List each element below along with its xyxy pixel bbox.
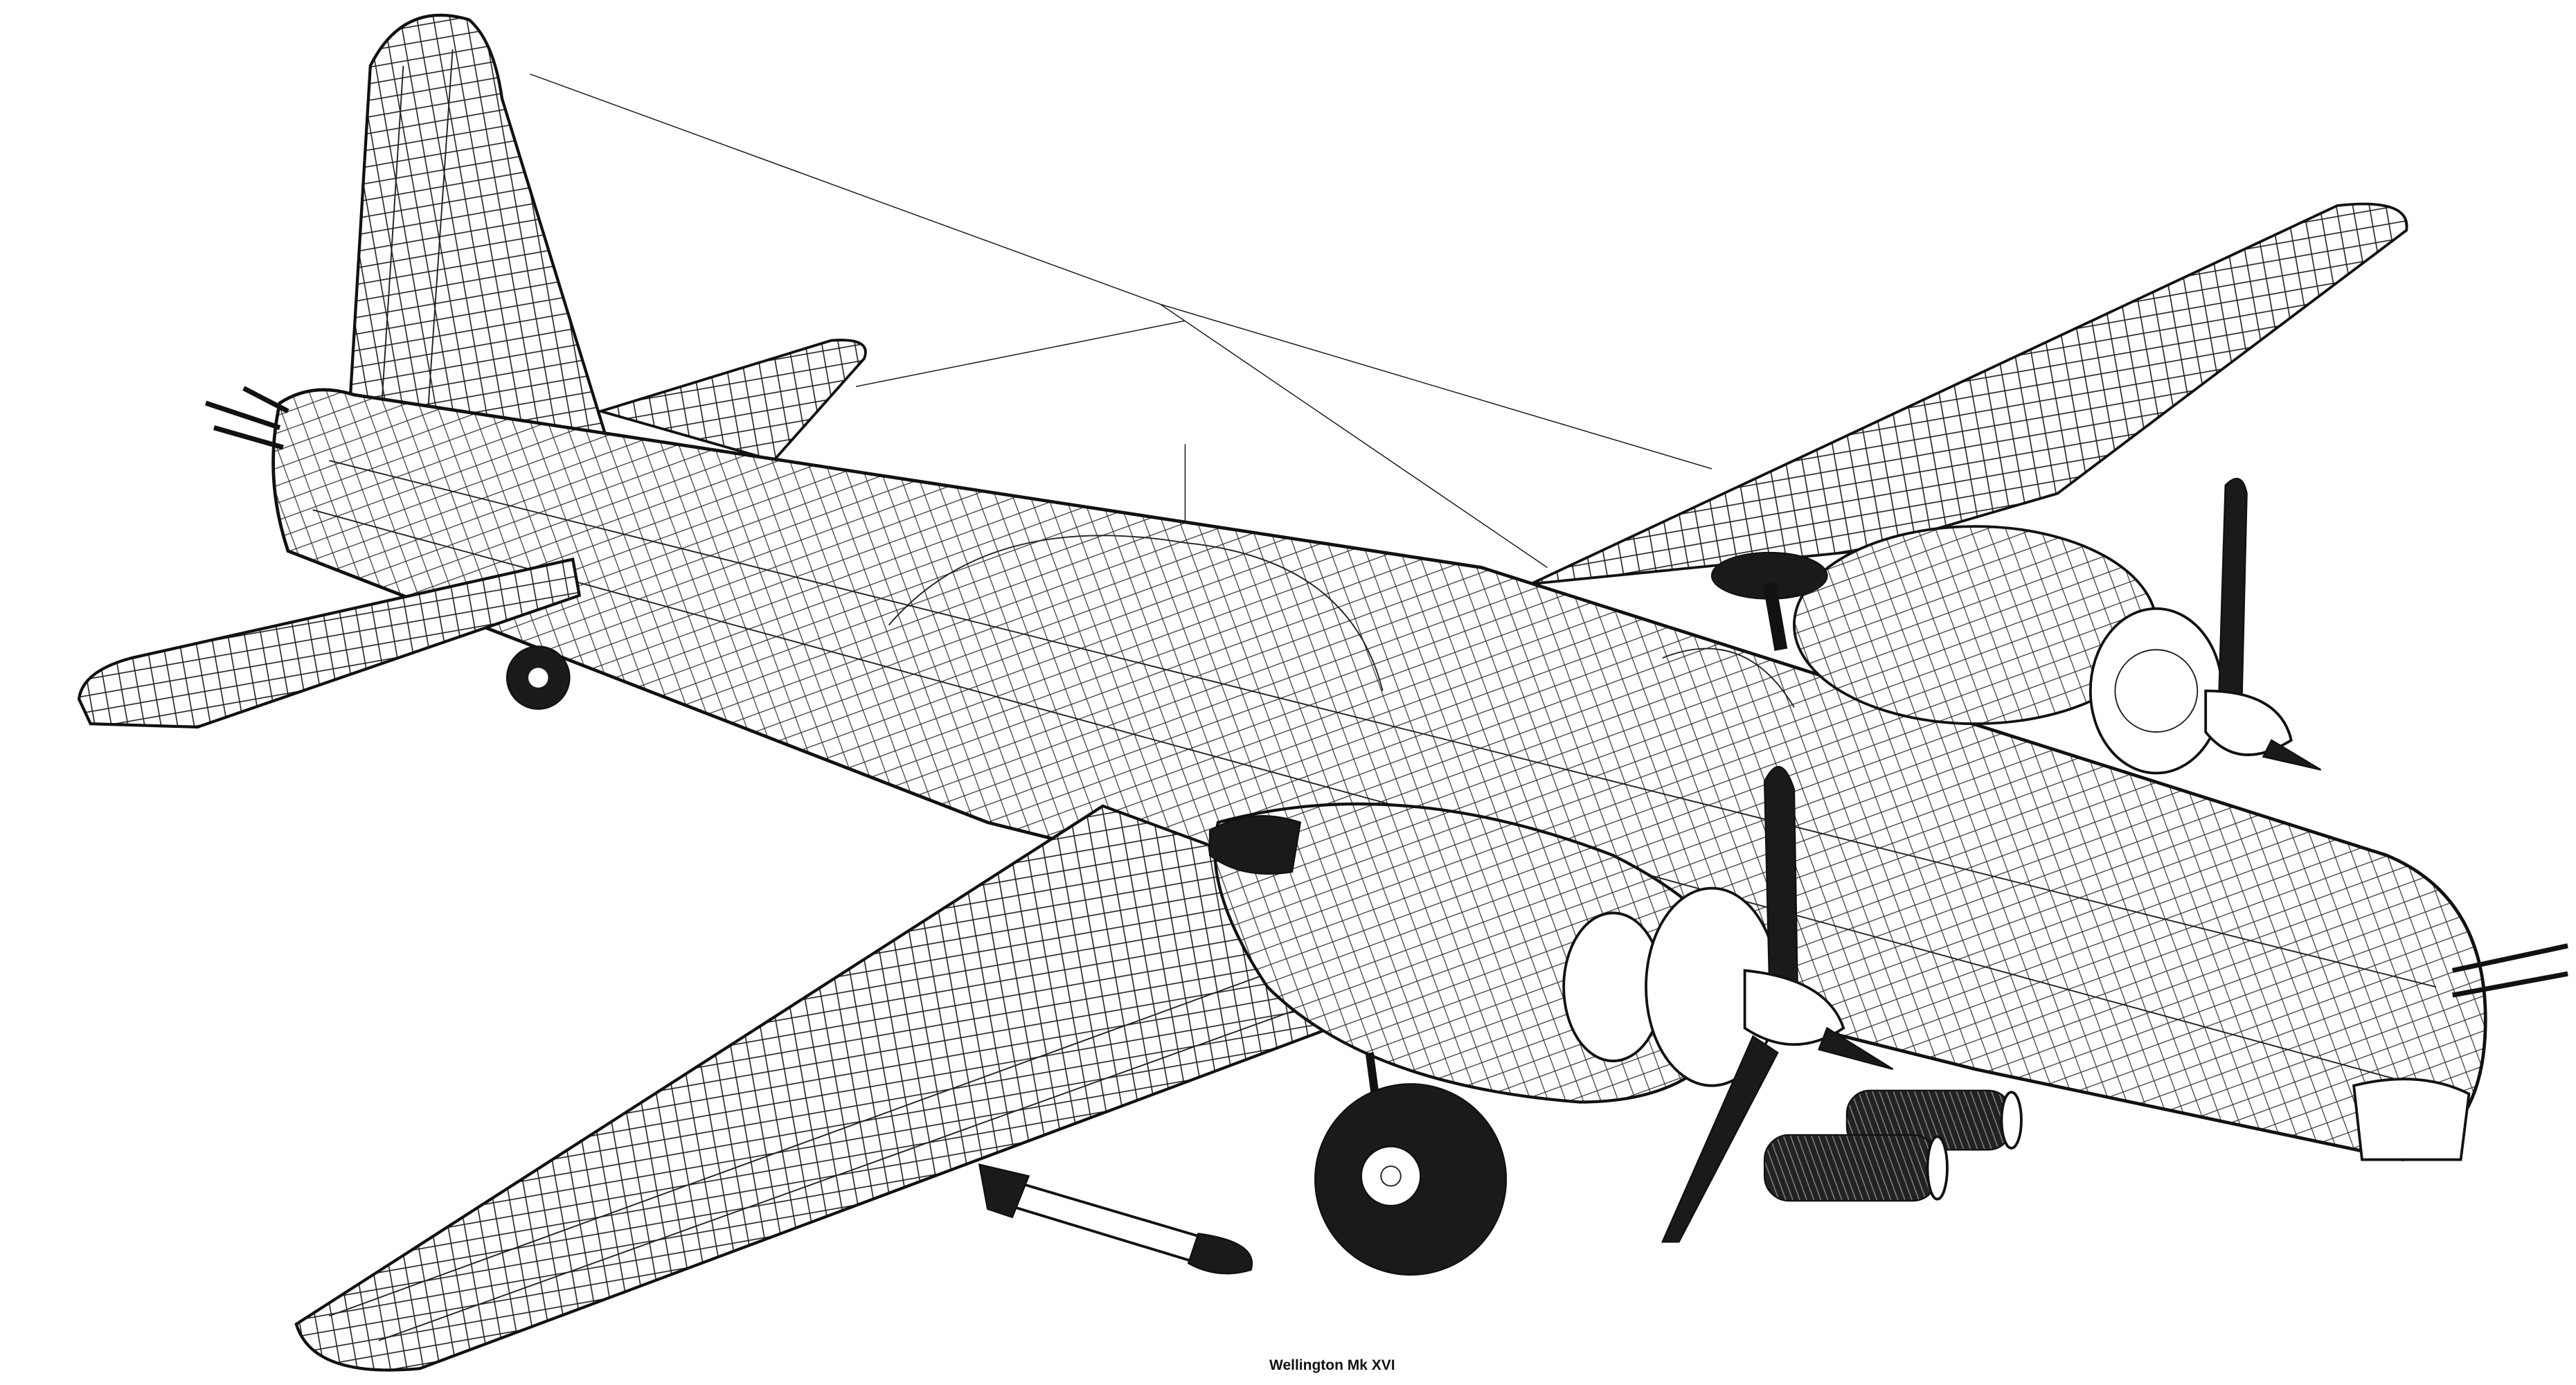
near-tailplane [77, 557, 582, 729]
far-propeller [2204, 478, 2322, 771]
aerial-wires [530, 73, 1712, 569]
main-undercarriage-wheel [1314, 1052, 1508, 1276]
torpedo-store [978, 1163, 1253, 1275]
bombs [1763, 1089, 2023, 1202]
tail-fin [347, 13, 615, 459]
far-wing [1530, 202, 2408, 586]
fuselage [271, 388, 2487, 1162]
tail-turret-guns [204, 386, 289, 450]
illustration-caption: Wellington Mk XVI [1269, 1357, 1395, 1373]
far-engine [1710, 525, 2224, 775]
near-propeller [1661, 766, 1894, 1243]
far-tailplane [596, 339, 867, 463]
near-engine [1208, 802, 1780, 1104]
tail-wheel [506, 645, 571, 710]
near-wing [294, 804, 1418, 1372]
nose-turret-guns [2352, 943, 2568, 1161]
